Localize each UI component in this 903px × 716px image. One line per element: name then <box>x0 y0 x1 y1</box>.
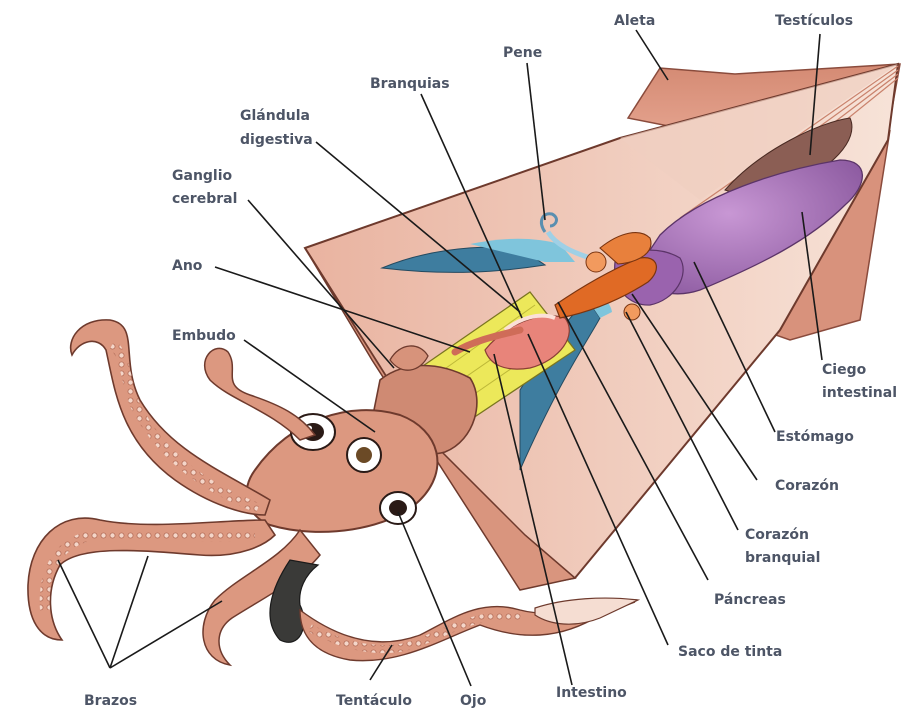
label-ojo: Ojo <box>460 693 487 709</box>
label-ganglio-line1: Ganglio <box>172 168 233 184</box>
label-branquias: Branquias <box>370 76 450 92</box>
label-saco-tinta: Saco de tinta <box>678 644 782 660</box>
label-pene: Pene <box>503 45 542 61</box>
leader-brazos-2 <box>110 556 148 668</box>
label-brazos: Brazos <box>84 693 137 709</box>
label-glandula-line1: Glándula <box>240 108 310 124</box>
label-aleta: Aleta <box>614 13 655 29</box>
label-testiculos: Testículos <box>775 13 853 29</box>
label-glandula-line2: digestiva <box>240 132 313 148</box>
label-tentaculo: Tentáculo <box>336 693 412 709</box>
label-intestino: Intestino <box>556 685 627 701</box>
label-embudo: Embudo <box>172 328 236 344</box>
tentacle <box>300 598 638 661</box>
leader-ojo <box>398 512 471 686</box>
label-ciego-line1: Ciego <box>822 362 867 378</box>
label-ano: Ano <box>172 258 203 274</box>
label-ganglio-line2: cerebral <box>172 191 237 207</box>
leader-aleta <box>636 30 668 80</box>
leader-brazos-1 <box>58 560 110 668</box>
label-corazon: Corazón <box>775 478 839 494</box>
label-pancreas: Páncreas <box>714 592 786 608</box>
label-corazon-branquial-line1: Corazón <box>745 527 809 543</box>
label-corazon-branquial-line2: branquial <box>745 550 820 566</box>
eye-right <box>380 492 416 524</box>
label-estomago: Estómago <box>776 429 854 445</box>
eye-center <box>347 438 381 472</box>
label-ciego-line2: intestinal <box>822 385 897 401</box>
